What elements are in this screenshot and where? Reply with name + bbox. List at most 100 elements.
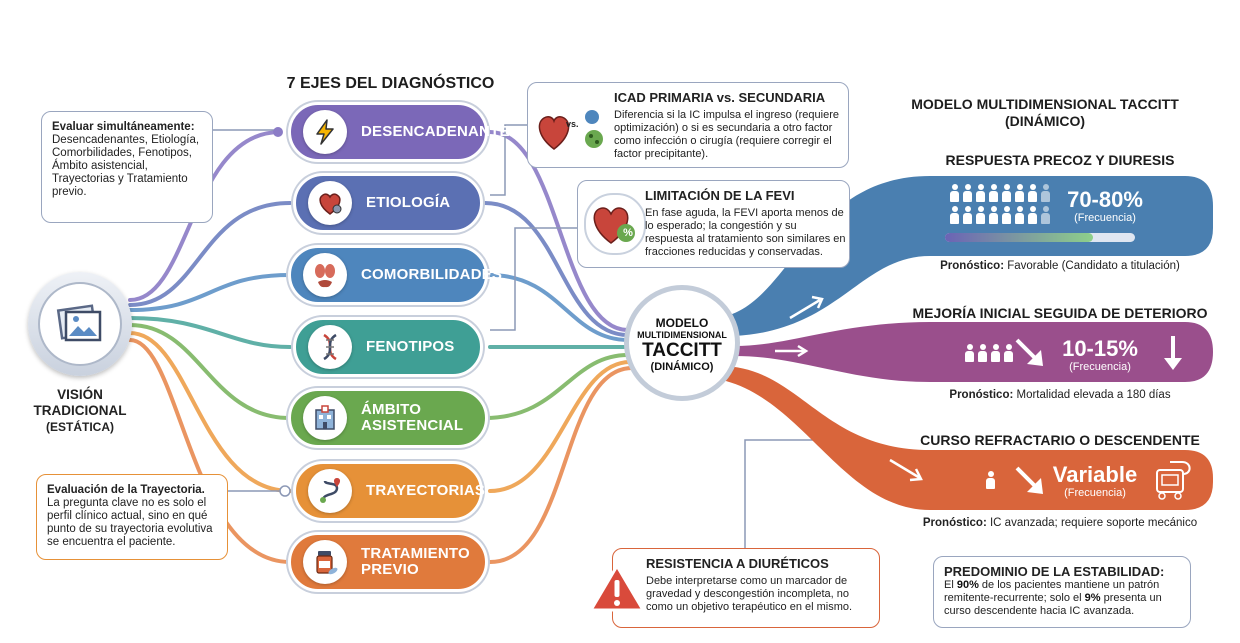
outcome-value: Variable (1052, 462, 1138, 487)
prognosis-label: Pronóstico: (949, 389, 1014, 401)
connector-dot (273, 127, 283, 137)
stability-text-part: de los pacientes mantiene un patrón remi… (944, 579, 1160, 604)
hub-line1: MODELO (655, 316, 709, 330)
organs-icon (303, 253, 347, 297)
flow-arrows (775, 295, 923, 482)
vision-line3: (ESTÁTICA) (46, 420, 114, 434)
ribbon-initial-improvement (735, 322, 1213, 382)
ribbon-refractory-course (710, 366, 1213, 510)
fevi-text: En fase aguda, la FEVI aporta menos de l… (645, 207, 846, 258)
hub-line2: MULTIDIMENSIONAL (637, 330, 727, 340)
prognosis-early-response: Pronóstico: Favorable (Candidato a titul… (925, 260, 1195, 272)
stability-box: PREDOMINIO DE LA ESTABILIDAD: El 90% de … (933, 556, 1191, 628)
axis-pill-comorbilidades: COMORBILIDADES (288, 245, 502, 305)
axis-label: TRAYECTORIAS (366, 482, 486, 499)
fevi-box: % LIMITACIÓN DE LA FEVI En fase aguda, l… (577, 180, 850, 268)
prognosis-text: Favorable (Candidato a titulación) (1007, 260, 1180, 272)
response-progress-fill (945, 233, 1094, 242)
box-connectors (212, 124, 830, 548)
mechanical-support-device-icon (1156, 461, 1191, 500)
icad-text: Diferencia si la IC impulsa el ingreso (… (614, 109, 839, 160)
diuretic-resistance-box: RESISTENCIA A DIURÉTICOS Debe interpreta… (589, 548, 880, 628)
stability-text-part: El (944, 579, 957, 591)
axis-label-line2: PREVIO (361, 561, 419, 578)
dna-icon (308, 325, 352, 369)
percent-label: % (623, 227, 633, 239)
axis-label-line1: TRATAMIENTO (361, 545, 470, 562)
heart-percent-icon: % (584, 193, 646, 255)
stability-text-part: presenta un curso descendente hacia IC a… (944, 592, 1162, 617)
response-progress-bar (945, 233, 1135, 242)
outcome-frequency: (Frecuencia) (1074, 212, 1136, 224)
stability-percent-90: 90% (956, 579, 979, 591)
outcome-value: 10-15% (1062, 336, 1138, 361)
model-title: MODELO MULTIDIMENSIONAL TACCITT (DINÁMIC… (895, 96, 1195, 130)
axis-label: FENOTIPOS (366, 338, 455, 355)
axis-label: COMORBILIDADES (361, 266, 503, 283)
people-icons (965, 344, 1013, 362)
prognosis-label: Pronóstico: (922, 517, 987, 529)
axis-pill-tratamiento-previo: TRATAMIENTO PREVIO (288, 532, 488, 592)
icad-title: ICAD PRIMARIA vs. SECUNDARIA (614, 90, 826, 105)
diuretic-text: Debe interpretarse como un marcador de g… (646, 575, 853, 613)
down-trend-arrow-icon (1015, 338, 1043, 366)
trajectory-box-text: La pregunta clave no es solo el perfil c… (47, 497, 213, 548)
axis-label: ÁMBITO ASISTENCIAL (361, 402, 463, 434)
heart-gear-icon (308, 181, 352, 225)
trajectory-box-title: Evaluación de la Trayectoria. (47, 484, 205, 496)
trajectory-box: Evaluación de la Trayectoria. La pregunt… (36, 474, 228, 560)
prognosis-initial-improvement: Pronóstico: Mortalidad elevada a 180 día… (925, 389, 1195, 401)
outcome-frequency: (Frecuencia) (1069, 361, 1131, 373)
axis-label-line1: ÁMBITO (361, 401, 422, 418)
outcome-title-early-response: RESPUESTA PRECOZ Y DIURESIS (945, 152, 1175, 168)
model-title-line2: (DINÁMICO) (1004, 113, 1086, 129)
axis-pill-fenotipos: FENOTIPOS (293, 317, 483, 377)
pill-bottle-icon (303, 540, 347, 584)
taccitt-hub: MODELO MULTIDIMENSIONAL TACCITT (DINÁMIC… (624, 285, 740, 401)
stability-percent-9: 9% (1084, 592, 1101, 604)
fevi-title: LIMITACIÓN DE LA FEVI (645, 188, 795, 203)
hub-line3: TACCITT (642, 340, 722, 361)
prognosis-label: Pronóstico: (940, 260, 1005, 272)
down-trend-arrow-icon (1015, 466, 1043, 494)
axis-label: DESENCADENANTES (361, 123, 520, 140)
icad-box: vs. ICAD PRIMARIA vs. SECUNDARIA Diferen… (527, 82, 849, 168)
left-connectors (128, 130, 292, 564)
axis-label: TRATAMIENTO PREVIO (361, 546, 470, 578)
diuretic-title: RESISTENCIA A DIURÉTICOS (646, 556, 829, 571)
axis-pill-trayectorias: TRAYECTORIAS (293, 461, 486, 521)
right-connectors (483, 130, 634, 564)
outcome-title-initial-improvement: MEJORÍA INICIAL SEGUIDA DE DETERIORO (912, 305, 1208, 321)
simultaneous-eval-text: Desencadenantes, Etiología, Comorbilidad… (52, 134, 200, 198)
vision-label: VISIÓN TRADICIONAL (ESTÁTICA) (20, 387, 140, 435)
axis-label-line2: ASISTENCIAL (361, 417, 464, 434)
picture-frame-icon (56, 304, 102, 342)
prognosis-text: Mortalidad elevada a 180 días (1016, 389, 1171, 401)
people-icons (950, 206, 1050, 224)
axis-pill-etiologia: ETIOLOGÍA (293, 173, 483, 233)
down-arrow-icon (1164, 336, 1182, 370)
outcome-frequency: (Frecuencia) (1064, 487, 1126, 499)
axis-label: ETIOLOGÍA (366, 194, 451, 211)
axes-title: 7 EJES DEL DIAGNÓSTICO (286, 75, 495, 92)
prognosis-refractory-course: Pronóstico: IC avanzada; requiere soport… (910, 517, 1210, 529)
model-title-line1: MODELO MULTIDIMENSIONAL TACCITT (911, 96, 1179, 112)
lightning-icon (303, 110, 347, 154)
route-icon (308, 469, 352, 513)
hospital-icon (303, 396, 347, 440)
outcome-value: 70-80% (1067, 187, 1143, 212)
hub-line4: (DINÁMICO) (650, 361, 714, 373)
axis-pill-ambito-asistencial: ÁMBITO ASISTENCIAL (288, 388, 488, 448)
outcome-title-refractory-course: CURSO REFRACTARIO O DESCENDENTE (920, 432, 1200, 448)
stability-text: El 90% de los pacientes mantiene un patr… (944, 579, 1180, 618)
simultaneous-eval-box: Evaluar simultáneamente: Desencadenantes… (41, 111, 213, 223)
prognosis-text: IC avanzada; requiere soporte mecánico (989, 517, 1198, 529)
vision-line1: VISIÓN (57, 387, 103, 402)
vision-icon-circle (28, 272, 132, 376)
axis-pill-desencadenantes: DESENCADENANTES (288, 102, 520, 162)
stability-title: PREDOMINIO DE LA ESTABILIDAD: (944, 564, 1165, 579)
people-icons (950, 184, 1050, 202)
warning-icon (589, 564, 645, 612)
heart-vs-germ-icon (538, 110, 603, 150)
connector-dot (279, 485, 291, 497)
